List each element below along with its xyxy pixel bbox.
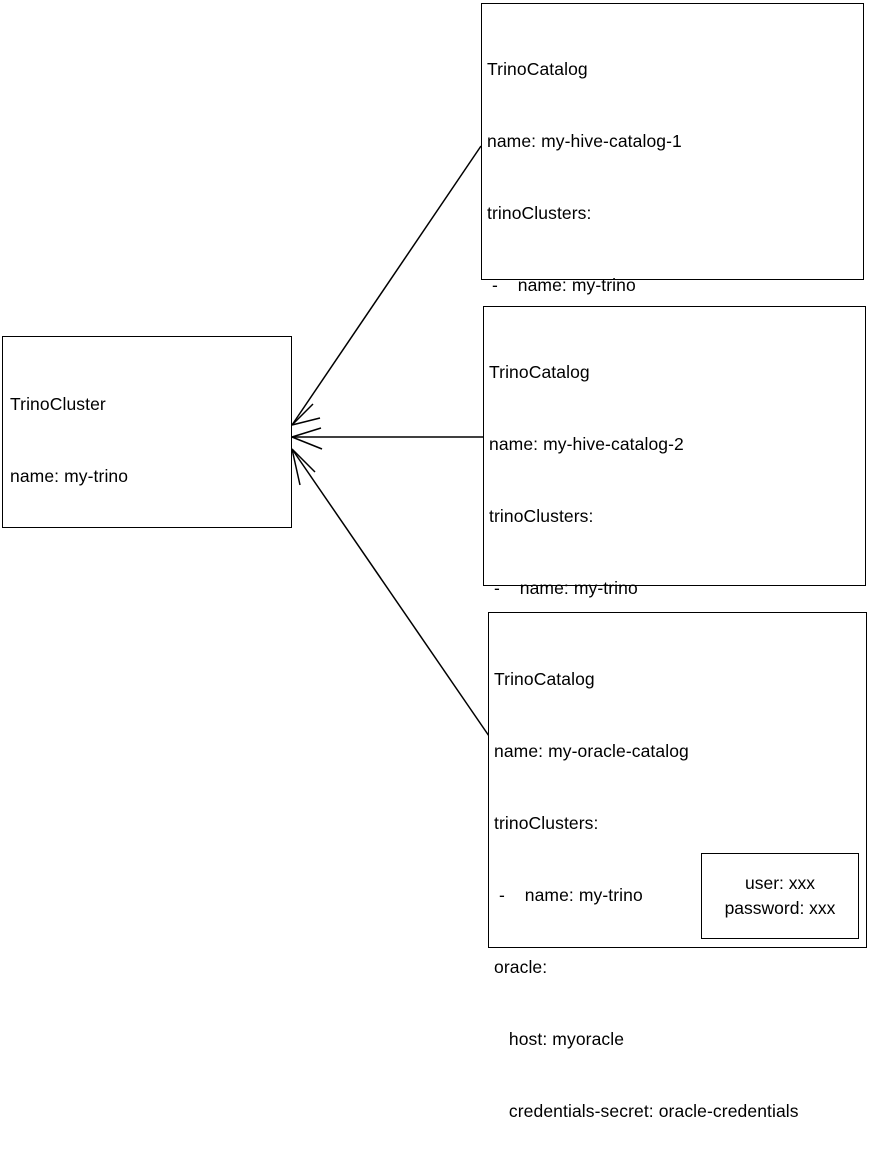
secret-line-password: password: xxx [724,898,836,918]
catalog-oracle-line-2: trinoClusters: [494,813,599,833]
node-trino-cluster[interactable]: TrinoCluster name: my-trino [2,336,292,528]
catalog-hive-2-line-3: - name: my-trino [489,578,638,598]
trino-cluster-yaml: TrinoCluster name: my-trino [10,344,128,536]
catalog-oracle-line-1: name: my-oracle-catalog [494,741,689,761]
catalog-oracle-line-4: oracle: [494,957,548,977]
edge-catalog-oracle-to-cluster [291,448,490,737]
catalog-oracle-line-3: - name: my-trino [494,885,643,905]
catalog-hive-1-line-1: name: my-hive-catalog-1 [487,131,682,151]
catalog-hive-1-line-0: TrinoCatalog [487,59,588,79]
node-catalog-hive-1[interactable]: TrinoCatalog name: my-hive-catalog-1 tri… [481,3,864,655]
catalog-oracle-line-6: credentials-secret: oracle-credentials [494,1101,799,1121]
node-secret[interactable]: user: xxx password: xxx [701,853,859,939]
catalog-hive-2-line-0: TrinoCatalog [489,362,590,382]
node-catalog-oracle[interactable]: TrinoCatalog name: my-oracle-catalog tri… [488,612,867,1121]
catalog-hive-2-line-1: name: my-hive-catalog-2 [489,434,684,454]
catalog-hive-1-line-3: - name: my-trino [487,275,636,295]
catalog-oracle-line-5: host: myoracle [494,1029,625,1049]
diagram-canvas: TrinoCluster name: my-trino TrinoCatalog… [2,3,867,1121]
secret-line-user: user: xxx [744,873,816,893]
node-catalog-hive-2[interactable]: TrinoCatalog name: my-hive-catalog-2 tri… [483,306,866,886]
catalog-hive-1-line-2: trinoClusters: [487,203,592,223]
edge-catalog-hive-2-to-cluster [291,427,483,450]
catalog-oracle-line-0: TrinoCatalog [494,669,595,689]
edge-catalog-hive-1-to-cluster [291,145,482,426]
trino-cluster-line-1: name: my-trino [10,466,129,486]
catalog-hive-2-line-2: trinoClusters: [489,506,594,526]
trino-cluster-line-0: TrinoCluster [10,394,106,414]
